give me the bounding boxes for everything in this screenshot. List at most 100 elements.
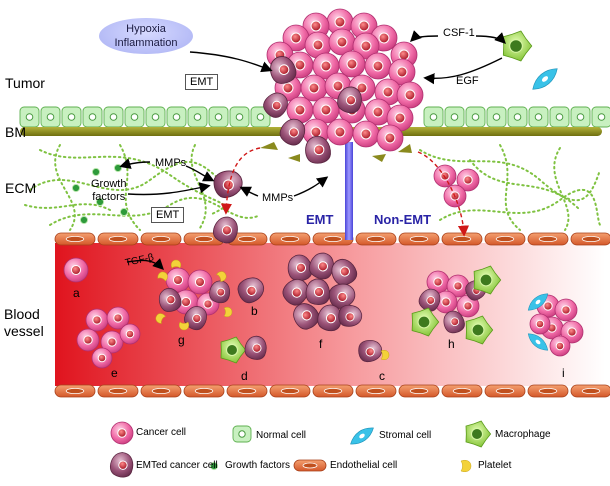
arrow-tgf-beta [126, 258, 164, 270]
macrophage [411, 307, 440, 337]
bm-fragment [288, 154, 300, 162]
cancer-cell [91, 347, 113, 369]
normal-cell [145, 106, 166, 128]
emt-pathway-label: EMT [306, 212, 334, 227]
ecm-fiber [24, 203, 111, 211]
cancer-cell [386, 104, 414, 132]
ecm-fiber [553, 147, 570, 231]
emted-cancer-cell [213, 170, 243, 199]
normal-cell [423, 106, 444, 128]
cancer-cell [312, 96, 340, 124]
growth-factor [79, 215, 89, 225]
normal-cell [82, 106, 103, 128]
label-blood: Blood [4, 306, 40, 322]
ecm-fiber [469, 159, 581, 211]
legend-stromal-cell: Stromal cell [379, 430, 432, 441]
arrow-non-emt [417, 151, 470, 237]
legend-endothelial-icon [293, 459, 327, 472]
cluster-letter-g: g [178, 333, 185, 347]
endothelial-cell [570, 384, 610, 398]
cancer-cell [560, 320, 584, 344]
endothelial-cell [97, 384, 139, 398]
normal-cell [187, 106, 208, 128]
cluster-letter-a: a [73, 286, 80, 300]
platelet [170, 259, 182, 269]
emted-cancer-cell [358, 339, 383, 363]
emted-cancer-cell [305, 278, 330, 305]
emted-cancer-cell [418, 288, 441, 312]
arrow-egf-to-tumor [423, 57, 503, 85]
arrow-mmps2-tumor [293, 176, 329, 197]
normal-cell [208, 106, 229, 128]
emted-cancer-cell [270, 56, 297, 84]
stromal-cell [527, 293, 549, 311]
legend-macrophage-icon [465, 420, 492, 448]
arrow-csf1-to-macrophage [475, 32, 506, 44]
cancer-cell [106, 306, 130, 330]
emted-cancer-cell [158, 288, 182, 312]
cancer-cell [456, 168, 480, 192]
endothelial-cell [441, 232, 483, 246]
ecm-fiber [54, 144, 76, 231]
normal-cell [507, 106, 528, 128]
cancer-cell [396, 81, 424, 109]
growth-factors-line1: Growth [91, 178, 127, 190]
endothelial-cell [97, 232, 139, 246]
emt-pathway-pillar [345, 142, 353, 240]
label-bm: BM [5, 124, 26, 140]
normal-cell [591, 106, 610, 128]
mmps-label-1: MMPs [155, 157, 187, 169]
emted-cancer-cell [279, 118, 306, 146]
growth-factor [71, 183, 81, 193]
platelet [223, 306, 233, 318]
cluster-letter-f: f [319, 337, 323, 351]
endothelial-cell [183, 384, 225, 398]
degraded-bm-fragments [260, 142, 412, 162]
mmps-label-2: MMPs [262, 192, 294, 204]
endothelial-cell [570, 232, 610, 246]
emted-cancer-cell [328, 283, 356, 309]
csf1-label: CSF-1 [443, 27, 475, 39]
cancer-cell [352, 32, 380, 60]
normal-cell [570, 106, 591, 128]
endothelial-cell [226, 384, 268, 398]
normal-cell [250, 106, 271, 128]
endothelial-cell [398, 232, 440, 246]
endothelial-cell [54, 232, 96, 246]
cancer-cell [352, 120, 380, 148]
ecm-fiber [439, 188, 601, 226]
arrow-gf-to-cell [127, 182, 211, 196]
cancer-cell [434, 290, 458, 314]
cancer-cell [63, 257, 89, 283]
emt-box-tumor: EMT [185, 74, 219, 90]
cancer-cell [350, 12, 378, 40]
growth-factor [113, 163, 123, 173]
cancer-cell [100, 330, 124, 354]
emted-cancer-cell [305, 135, 331, 164]
endothelial-layer-bottom [54, 384, 610, 398]
platelet [380, 349, 390, 361]
macrophage [220, 336, 247, 364]
macrophage [473, 265, 502, 295]
endothelial-cell [484, 384, 526, 398]
normal-cell [103, 106, 124, 128]
emted-cancer-cell [331, 258, 358, 286]
legend-cancer-cell: Cancer cell [136, 427, 187, 438]
arrows [119, 30, 506, 270]
macrophage [502, 30, 533, 62]
legend-endothelial-cell: Endothelial cell [330, 460, 398, 471]
normal-cell [40, 106, 61, 128]
legend-platelet-icon [460, 459, 472, 473]
growth-factor [119, 207, 129, 217]
cancer-cell [300, 74, 328, 102]
emted-cancer-cell [282, 278, 309, 306]
normal-cell [166, 106, 187, 128]
legend-growth-factors: Growth factors [225, 460, 291, 471]
emted-cancer-cell [209, 280, 230, 304]
cancer-cell [76, 328, 100, 352]
normal-cell [19, 106, 40, 128]
legend-growth-factor-icon [209, 461, 219, 471]
normal-cell [444, 106, 465, 128]
cancer-cell [376, 124, 404, 152]
growth-factors-line2: factors [92, 191, 126, 203]
